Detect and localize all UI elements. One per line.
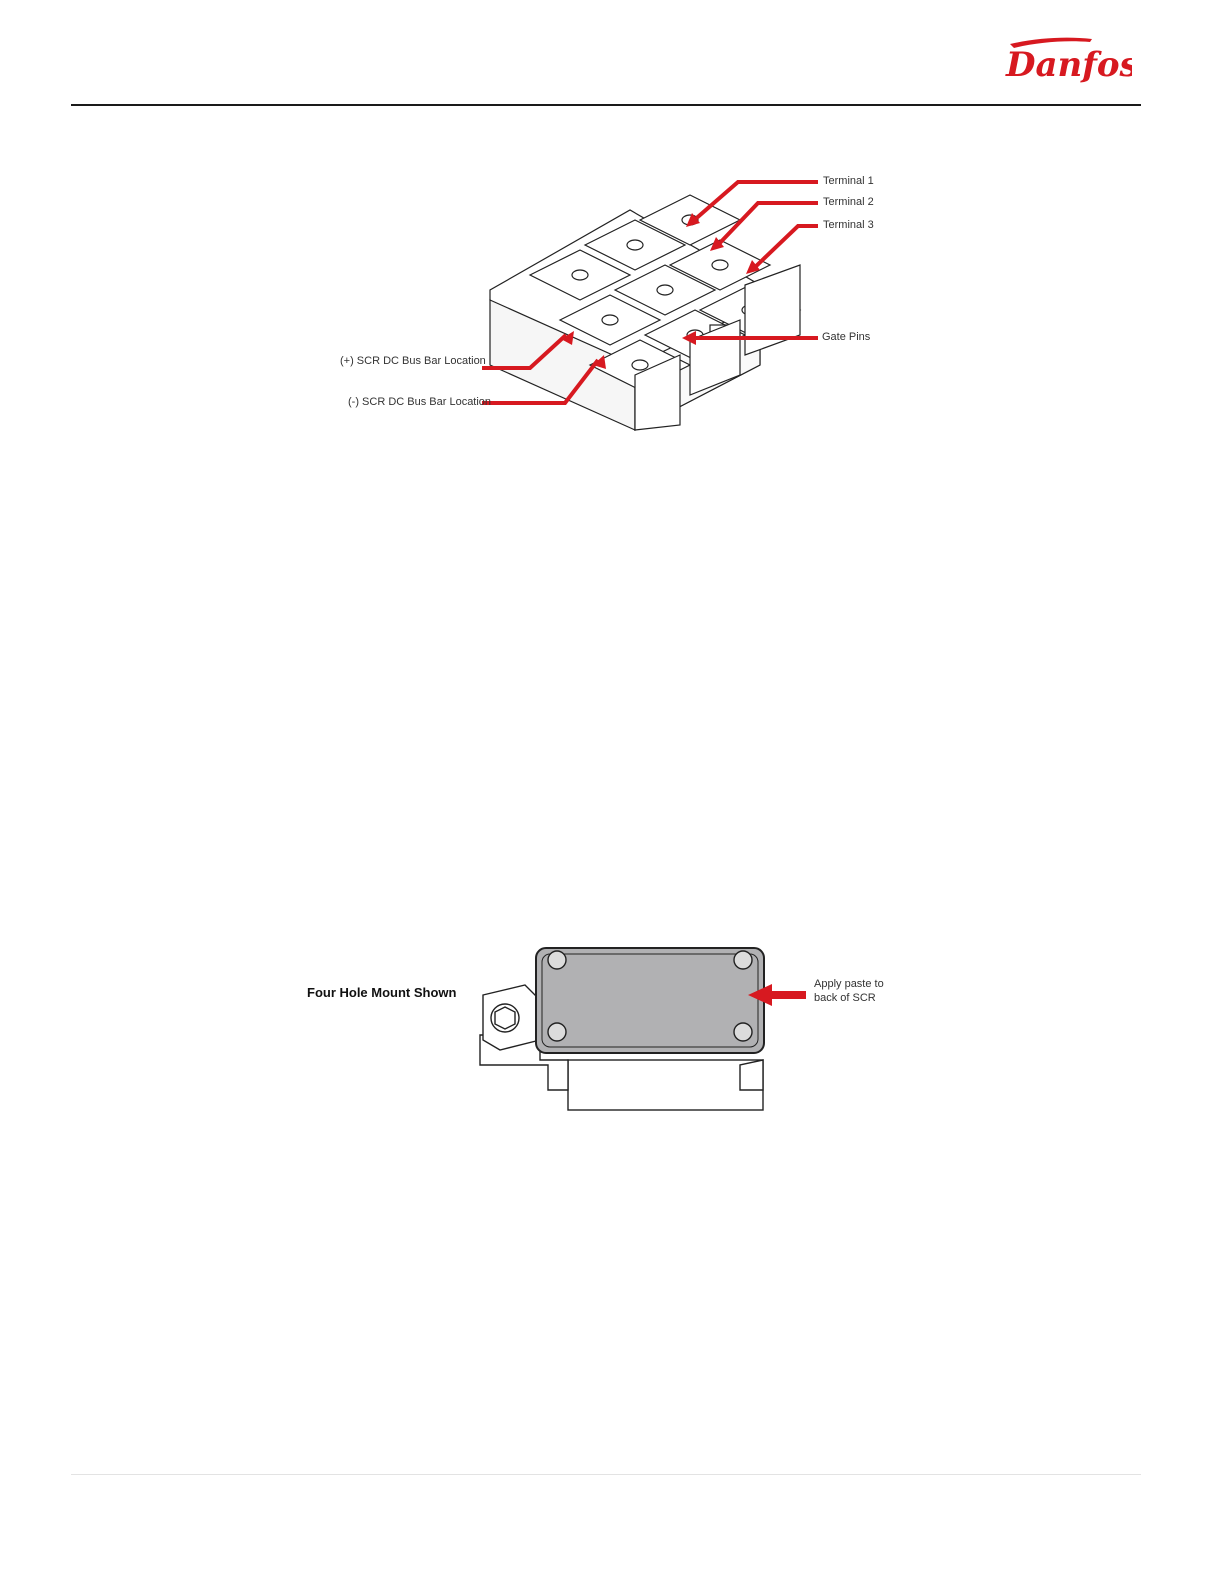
danfoss-logo: Danfoss [996,26,1132,88]
apply-paste-line-2: back of SCR [814,992,876,1004]
callout-positive-bus-bar: (+) SCR DC Bus Bar Location [340,355,486,367]
scr-terminal-diagram: Terminal 1 Terminal 2 Terminal 3 Gate Pi… [330,165,900,445]
brand-wordmark: Danfoss [1005,45,1132,85]
header-rule [71,104,1141,106]
callout-terminal-3: Terminal 3 [823,219,874,231]
callout-gate-pins: Gate Pins [822,331,870,343]
callout-negative-bus-bar: (-) SCR DC Bus Bar Location [348,396,491,408]
apply-paste-line-1: Apply paste to [814,978,884,990]
callout-terminal-2: Terminal 2 [823,196,874,208]
callout-terminal-1: Terminal 1 [823,175,874,187]
four-hole-mount-caption: Four Hole Mount Shown [307,985,456,1000]
scr-mount-diagram: Four Hole Mount Shown Apply paste to bac… [300,940,900,1120]
footer-rule [71,1474,1141,1475]
